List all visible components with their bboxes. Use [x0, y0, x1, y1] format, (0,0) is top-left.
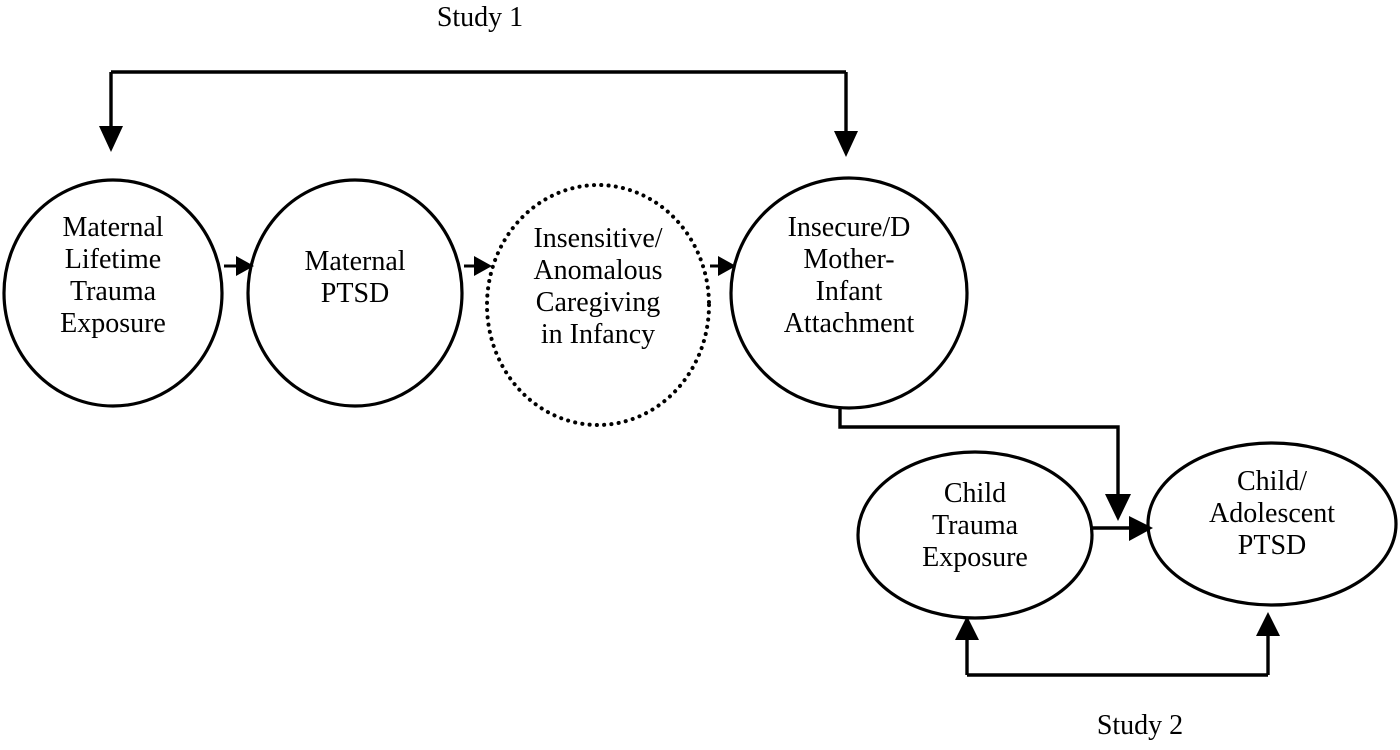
edge-caregiving-to-attachment-arrowhead-icon — [718, 256, 736, 276]
edge-attachment-to-child-adolescent-ptsd — [838, 407, 1131, 521]
study-2-label: Study 2 — [1096, 710, 1184, 741]
study-1-left-arrowhead-icon — [99, 126, 123, 152]
edge-caregiving-to-attachment — [710, 256, 736, 276]
edge-child-trauma-to-child-adolescent-ptsd-arrowhead-icon — [1129, 516, 1153, 541]
edge-trauma-to-ptsd-arrowhead-icon — [236, 256, 254, 276]
study-2-right-arrowhead-icon — [1256, 612, 1280, 636]
node-insecure-d-mother-infant-attachment — [729, 176, 969, 410]
edge-ptsd-to-caregiving-arrowhead-icon — [474, 256, 492, 276]
edge-attachment-to-child-adolescent-ptsd-line — [838, 407, 1120, 496]
study-1-right-arrowhead-icon — [834, 131, 858, 157]
study-1-label: Study 1 — [436, 2, 524, 33]
node-child-trauma-exposure — [856, 450, 1094, 620]
node-maternal-lifetime-trauma-exposure — [2, 178, 224, 408]
study-1-bracket — [99, 70, 858, 157]
edge-ptsd-to-caregiving — [464, 256, 492, 276]
node-maternal-ptsd — [246, 178, 464, 408]
edge-trauma-to-ptsd — [224, 256, 254, 276]
study-2-left-arrowhead-icon — [955, 616, 979, 640]
edge-attachment-to-child-adolescent-ptsd-arrowhead-icon — [1105, 494, 1131, 521]
study-2-bracket — [955, 612, 1280, 677]
node-insensitive-anomalous-caregiving-in-infancy — [485, 183, 711, 427]
edge-child-trauma-to-child-adolescent-ptsd — [1090, 516, 1153, 541]
node-child-adolescent-ptsd — [1146, 441, 1398, 607]
